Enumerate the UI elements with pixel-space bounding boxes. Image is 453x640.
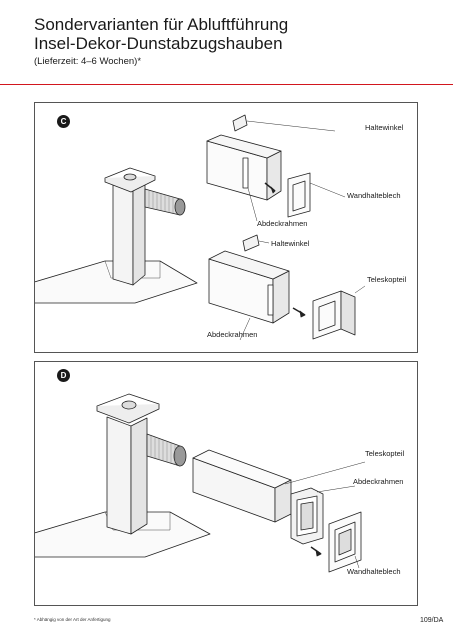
- haltewinkel-upper: [232, 114, 248, 132]
- panel-d-illustration: [35, 393, 366, 573]
- label-abdeckrahmen-d: Abdeckrahmen: [353, 477, 404, 486]
- footnote: * Abhängig von der Art der Anfertigung: [34, 617, 111, 622]
- page-title: Sondervarianten für Abluftführung Insel-…: [34, 15, 288, 53]
- panel-c: C: [34, 102, 418, 353]
- hood-column-front: [112, 182, 134, 286]
- header-divider: [0, 84, 453, 85]
- exhaust-pipe: [144, 188, 181, 216]
- page-number: 109/DA: [420, 617, 444, 624]
- label-teleskopteil-d: Teleskopteil: [365, 449, 405, 458]
- title-line-1: Sondervarianten für Abluftführung: [34, 15, 289, 34]
- title-line-2: Insel-Dekor-Dunstabzugshauben: [34, 34, 283, 53]
- teleskopteil-lower: [312, 290, 342, 340]
- panel-c-illustration: [35, 114, 366, 341]
- panel-c-badge: C: [57, 115, 70, 128]
- label-wandhalteblech-d: Wandhalteblech: [347, 567, 401, 576]
- label-teleskopteil: Teleskopteil: [367, 275, 407, 284]
- wandhalteblech-upper: [287, 172, 311, 218]
- haltewinkel-lower: [242, 234, 260, 252]
- hood-column-front: [106, 416, 132, 535]
- label-abdeckrahmen-2: Abdeckrahmen: [207, 330, 258, 339]
- panel-d: D: [34, 361, 418, 606]
- label-haltewinkel-2: Haltewinkel: [271, 239, 310, 248]
- hood-column-side: [130, 417, 148, 535]
- label-abdeckrahmen-1: Abdeckrahmen: [257, 219, 308, 228]
- label-haltewinkel-1: Haltewinkel: [365, 123, 404, 132]
- page-subtitle: (Lieferzeit: 4–6 Wochen)*: [34, 56, 142, 67]
- label-wandhalteblech: Wandhalteblech: [347, 191, 401, 200]
- panel-d-badge: D: [57, 369, 70, 382]
- hood-column-side: [132, 182, 146, 286]
